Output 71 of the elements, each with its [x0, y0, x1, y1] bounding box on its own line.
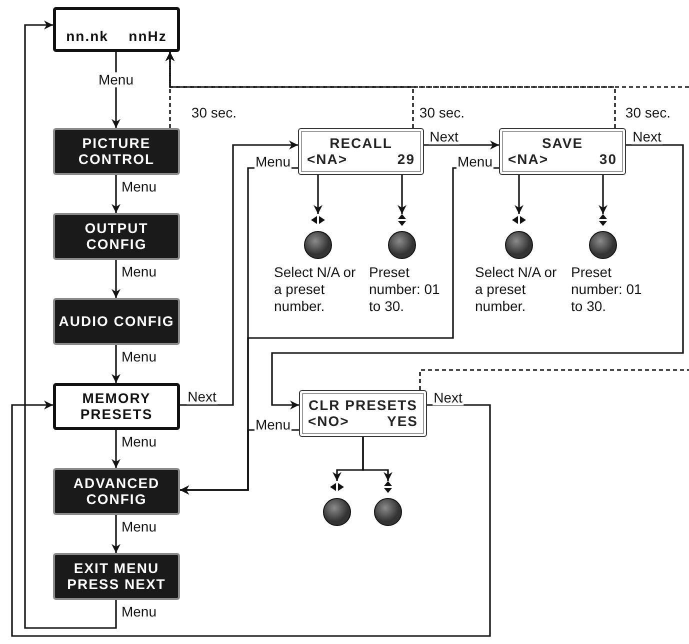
arrow: [112, 175, 120, 213]
menu-screen-box: [53, 298, 180, 345]
display-heading: RECALL: [330, 136, 392, 152]
control-knob: [589, 214, 617, 260]
menu-screen-box: [53, 7, 180, 52]
menu-screen-box: [53, 128, 180, 175]
menu-screen-box: [53, 468, 180, 515]
knob-caption: Select N/A or a preset number.: [475, 264, 557, 314]
display-heading: CLR PRESETS: [308, 398, 418, 414]
edge-label: Menu: [120, 264, 158, 280]
arrow: [398, 175, 406, 214]
control-knob: [323, 481, 351, 527]
edge-label: Menu: [120, 434, 158, 450]
lcd-display: [298, 128, 424, 175]
menu-text: PICTURE CONTROL: [77, 136, 156, 167]
lcd-display: [299, 390, 427, 437]
edge-label: Menu: [254, 154, 292, 170]
control-knob: [388, 214, 416, 260]
edge-label: Menu: [120, 349, 158, 365]
display-value: nn.nk: [66, 28, 108, 44]
arrow: [112, 515, 120, 553]
arrow: [514, 175, 524, 214]
edge-label: Menu: [97, 72, 135, 88]
edge-label: Menu: [120, 519, 158, 535]
menu-screen-box: [53, 383, 180, 430]
arrow: [314, 175, 322, 214]
menu-text: OUTPUT CONFIG: [84, 221, 150, 252]
arrow: [180, 140, 298, 406]
display-value: <NA>: [508, 152, 549, 167]
arrow: [424, 140, 499, 150]
display-heading: SAVE: [542, 136, 584, 152]
display-value: <NA>: [307, 152, 348, 167]
menu-text: MEMORY PRESETS: [79, 391, 154, 422]
menu-screen-box: [53, 213, 180, 260]
lcd-display: [499, 128, 626, 175]
display-value: 29: [397, 152, 415, 167]
edge-label: 30 sec.: [624, 105, 672, 121]
edge-label: Next: [432, 390, 464, 406]
display-value: <NO>: [308, 414, 350, 429]
edge-label: Next: [428, 129, 460, 145]
connector-line: [419, 369, 689, 390]
arrow: [598, 175, 608, 214]
edge-label: Next: [186, 389, 218, 405]
edge-label: Menu: [456, 154, 494, 170]
menu-text: AUDIO CONFIG: [58, 314, 174, 330]
edge-label: Menu: [120, 604, 158, 620]
edge-label: 30 sec.: [190, 105, 238, 121]
menu-screen-box: [53, 553, 180, 600]
arrow: [271, 144, 684, 410]
knob-caption: Select N/A or a preset number.: [274, 264, 356, 314]
display-value: 30: [599, 152, 617, 167]
menu-text: EXIT MENU PRESS NEXT: [66, 561, 167, 592]
arrow: [11, 400, 491, 637]
arrow: [166, 52, 689, 88]
display-value: YES: [386, 414, 418, 429]
arrow: [112, 430, 120, 468]
edge-label: 30 sec.: [418, 105, 466, 121]
arrow: [24, 20, 117, 629]
edge-label: Menu: [120, 179, 158, 195]
knob-caption: Preset number: 01 to 30.: [571, 264, 643, 314]
arrow: [362, 437, 392, 481]
control-knob: [304, 214, 332, 260]
menu-text: ADVANCED CONFIG: [72, 476, 161, 507]
control-knob: [374, 481, 402, 527]
arrow: [112, 260, 120, 298]
edge-label: Menu: [254, 417, 292, 433]
arrow: [112, 345, 120, 383]
control-knob: [505, 214, 533, 260]
knob-caption: Preset number: 01 to 30.: [369, 264, 441, 314]
edge-label: Next: [632, 129, 662, 145]
display-value: nnHz: [128, 28, 167, 44]
